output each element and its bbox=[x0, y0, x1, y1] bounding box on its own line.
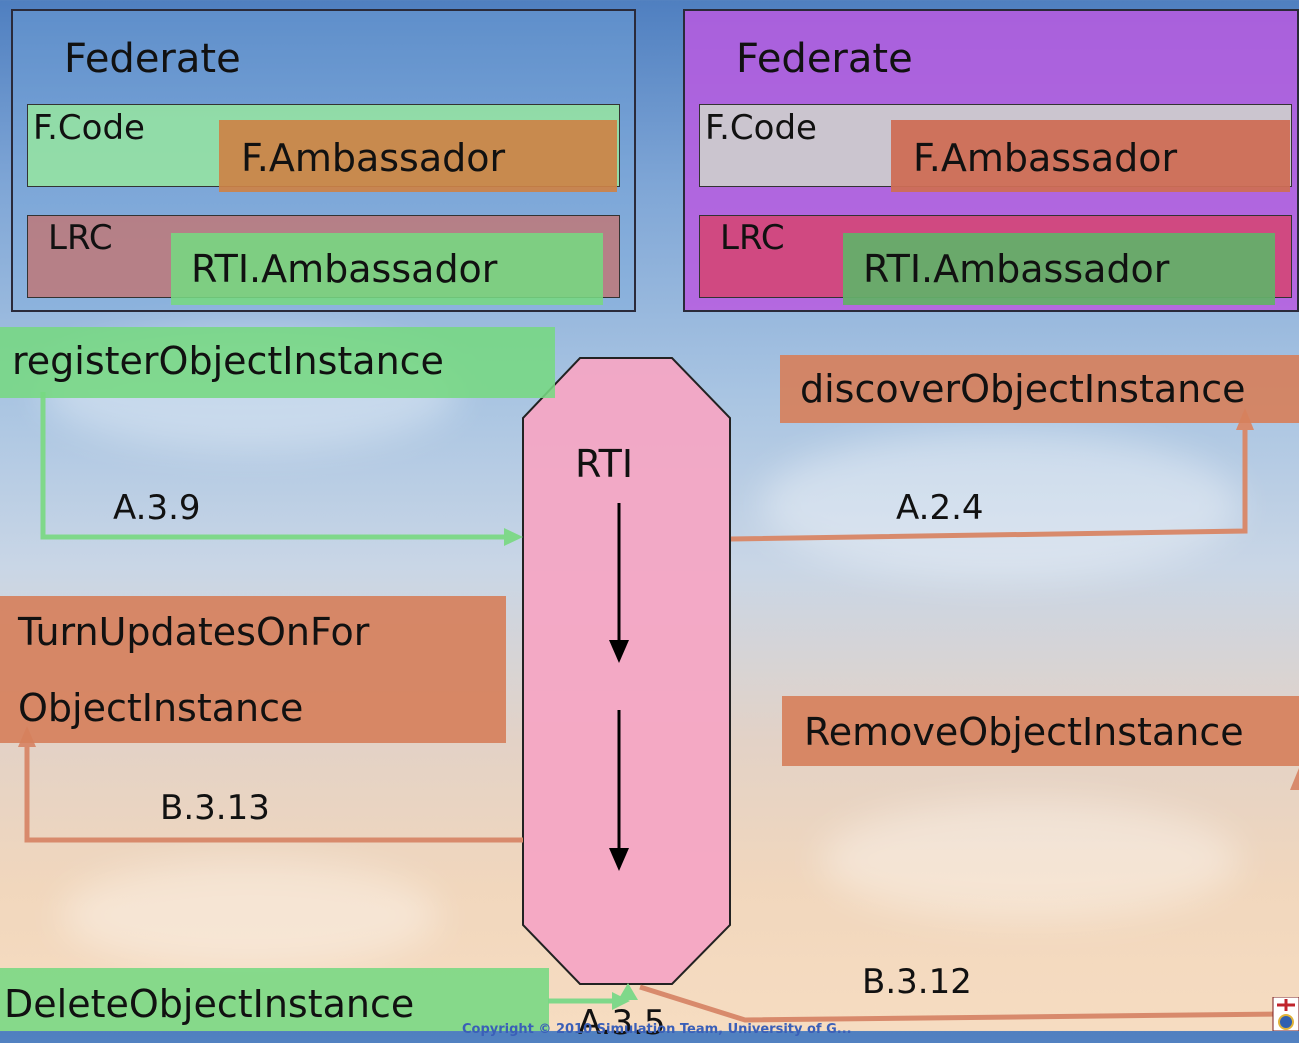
federate-right-rti-ambassador: RTI.Ambassador bbox=[843, 233, 1275, 305]
arrow-delete-to-rti bbox=[548, 992, 630, 1010]
rti-octagon bbox=[522, 357, 731, 985]
turn-updates-line1: TurnUpdatesOnFor bbox=[18, 610, 370, 654]
arrow-delete-to-rti-head bbox=[618, 983, 638, 1000]
ref-b312: B.3.12 bbox=[862, 962, 972, 1002]
federate-left-lrc-label: LRC bbox=[48, 218, 113, 258]
background-cloud bbox=[60, 860, 440, 970]
footer-copyright: Copyright © 2010 Simulation Team, Univer… bbox=[462, 1022, 852, 1037]
ref-a39: A.3.9 bbox=[113, 488, 201, 528]
arrow-register-to-rti bbox=[40, 392, 523, 546]
federate-left-code-label: F.Code bbox=[33, 108, 145, 148]
rti-down-arrow-lower bbox=[609, 710, 629, 871]
university-logo-icon bbox=[1267, 997, 1299, 1031]
federate-left-title: Federate bbox=[64, 36, 241, 82]
turn-updates-line2: ObjectInstance bbox=[18, 686, 304, 730]
service-delete-object-instance: DeleteObjectInstance bbox=[0, 968, 549, 1031]
background-cloud bbox=[820, 800, 1240, 920]
service-turn-updates-on-for-object-instance: TurnUpdatesOnFor ObjectInstance bbox=[0, 596, 506, 743]
arrow-rti-to-remove bbox=[639, 984, 1281, 1023]
federate-left-rti-ambassador: RTI.Ambassador bbox=[171, 233, 603, 305]
service-register-object-instance: registerObjectInstance bbox=[0, 327, 555, 398]
federate-right-ambassador: F.Ambassador bbox=[891, 120, 1290, 192]
federate-right-title: Federate bbox=[736, 36, 913, 82]
ref-a24: A.2.4 bbox=[896, 488, 984, 528]
service-remove-object-instance: RemoveObjectInstance bbox=[782, 696, 1299, 766]
background-cloud bbox=[760, 430, 1240, 580]
arrow-rti-to-turn-updates bbox=[18, 726, 523, 843]
rti-label: RTI bbox=[575, 442, 634, 486]
arrow-to-remove-stub bbox=[1290, 768, 1299, 790]
rti-down-arrow-upper bbox=[609, 503, 629, 663]
federate-left-ambassador: F.Ambassador bbox=[219, 120, 617, 192]
federate-right-lrc-label: LRC bbox=[720, 218, 785, 258]
federate-right-code-label: F.Code bbox=[705, 108, 817, 148]
arrow-rti-to-discover bbox=[730, 408, 1254, 542]
ref-b313: B.3.13 bbox=[160, 788, 270, 828]
service-discover-object-instance: discoverObjectInstance bbox=[780, 355, 1299, 423]
